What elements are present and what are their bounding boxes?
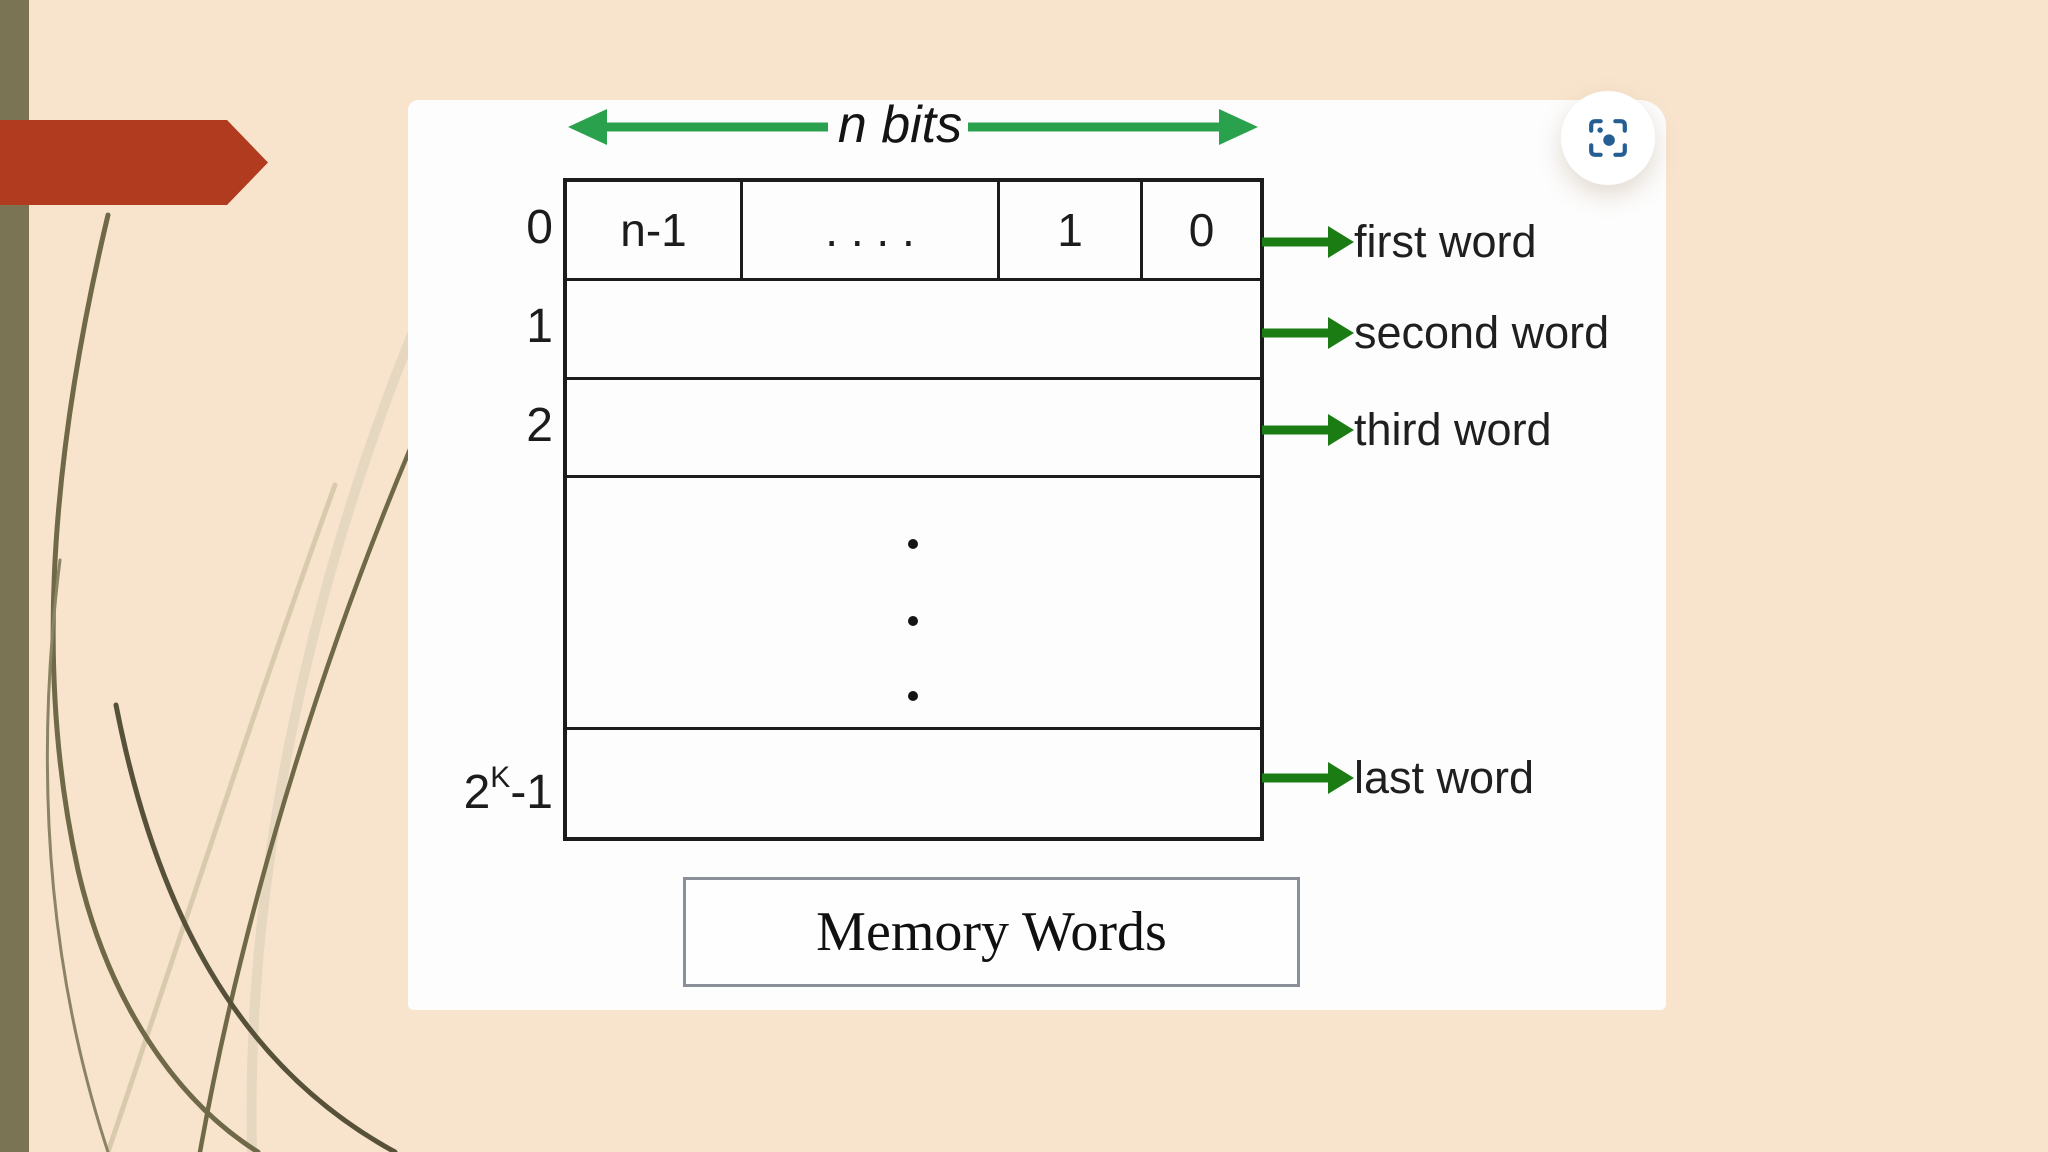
bit-cell-ellipsis: . . . .: [743, 182, 997, 278]
right-arrow-icon: [1262, 414, 1354, 446]
last-address-suffix: -1: [510, 766, 553, 819]
right-arrow-icon: [1262, 762, 1354, 794]
ellipsis-dot: [908, 616, 918, 626]
row-address-1: 1: [526, 300, 553, 353]
bit-cell-label: . . . .: [825, 204, 915, 256]
right-arrow-icon: [1262, 226, 1354, 258]
word-label: second word: [1354, 307, 1610, 358]
bit-cell-label: 1: [1057, 204, 1083, 256]
lens-search-button[interactable]: [1561, 91, 1655, 185]
bit-cell-msb: n-1: [567, 182, 740, 278]
n-bits-label: n bits: [837, 96, 963, 154]
bit-cell-label: 0: [1188, 204, 1215, 256]
row-separator: [567, 377, 1260, 380]
word-label: first word: [1354, 216, 1537, 267]
row-separator: [567, 475, 1260, 478]
google-lens-icon: [1589, 119, 1627, 157]
word-pointer-first: first word: [1262, 216, 1537, 267]
bit-cell-1: 1: [1000, 182, 1140, 278]
row-address-2: 2: [526, 399, 553, 452]
diagram-panel: [408, 100, 1666, 1010]
row-separator: [567, 727, 1260, 730]
decorative-swirl-lines: [45, 212, 435, 1152]
caption-text: Memory Words: [816, 901, 1167, 963]
word-pointer-last: last word: [1262, 752, 1534, 803]
cell-divider: [740, 182, 743, 278]
word-pointer-second: second word: [1262, 307, 1609, 358]
row-separator: [567, 278, 1260, 281]
cell-divider: [997, 182, 1000, 278]
cell-divider: [1140, 182, 1143, 278]
word-pointer-third: third word: [1262, 404, 1552, 455]
caption-box: Memory Words: [683, 877, 1300, 987]
right-arrow-icon: [1262, 317, 1354, 349]
ellipsis-dot: [908, 539, 918, 549]
memory-table: n-1 . . . . 1 0: [563, 178, 1264, 841]
last-address-base: 2: [463, 766, 491, 819]
word-label: third word: [1354, 404, 1552, 455]
last-address-sup: K: [490, 761, 511, 794]
bit-cell-label: n-1: [620, 204, 687, 256]
n-bits-double-arrow: [568, 109, 1258, 145]
ellipsis-dot: [908, 691, 918, 701]
red-arrow-banner: [0, 120, 268, 205]
row-address-0: 0: [526, 201, 553, 254]
word-label: last word: [1354, 752, 1535, 803]
row-address-last: 2K-1: [418, 752, 553, 822]
bit-cell-0: 0: [1143, 182, 1260, 278]
